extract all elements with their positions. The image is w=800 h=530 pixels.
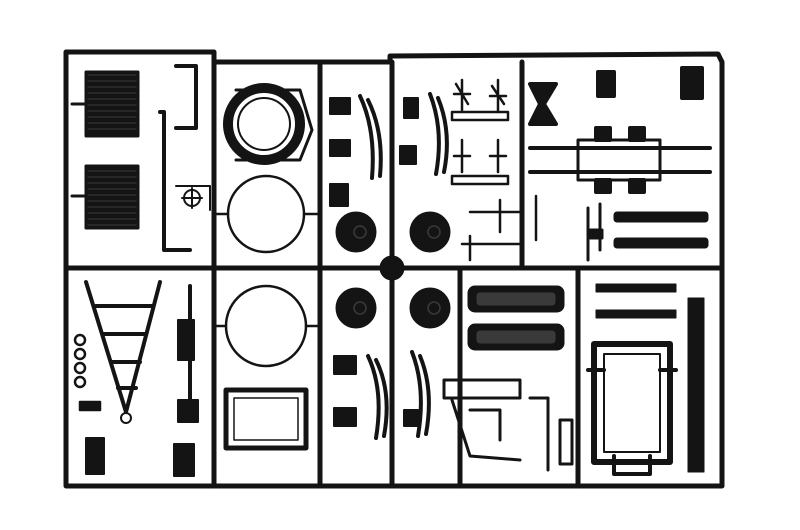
long-bar-parts <box>595 283 705 473</box>
axle-parts-upper <box>528 66 712 194</box>
mirror-arm-parts <box>586 202 604 262</box>
bracket-parts-mid <box>329 97 419 427</box>
ring-part-lower <box>212 284 322 368</box>
ring-part-upper <box>212 174 322 254</box>
linkage-parts <box>450 78 538 262</box>
grille-parts <box>70 70 140 230</box>
fuel-tank-parts <box>467 285 565 351</box>
frame-rail-part <box>158 64 211 252</box>
bumper-clip-part <box>612 454 652 476</box>
tyre-part <box>223 83 314 165</box>
wheel-hub-parts <box>335 211 451 329</box>
chassis-bracket-parts <box>442 378 574 472</box>
leaf-spring-parts <box>358 92 449 440</box>
radiator-frame-part <box>586 341 678 465</box>
window-frame-part <box>223 387 309 451</box>
exhaust-pipe-parts-upper <box>613 211 709 249</box>
wheel-hub-details <box>353 225 441 315</box>
small-knob-parts <box>73 333 102 412</box>
a-frame-part <box>84 280 162 424</box>
